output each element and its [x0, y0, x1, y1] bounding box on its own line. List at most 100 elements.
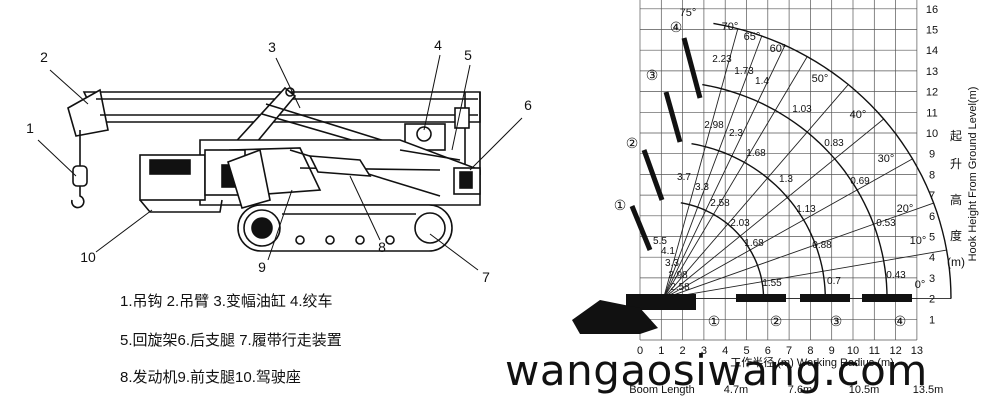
callout-number: 8	[378, 239, 386, 255]
y-tick-label: 15	[926, 25, 938, 37]
x-tick-label: 3	[701, 345, 707, 357]
callout-number: 6	[524, 97, 532, 113]
y-tick-label: 7	[929, 190, 935, 202]
x-tick-label: 5	[743, 345, 749, 357]
x-tick-label: 12	[889, 345, 901, 357]
angle-label: 75°	[680, 7, 697, 19]
boom-length-value: 7.6m	[788, 384, 812, 396]
boom-mark: ③	[646, 67, 659, 83]
y-axis-label-cn: 升	[950, 157, 962, 171]
boom-lines	[629, 28, 951, 300]
angle-ray	[663, 35, 763, 299]
ground-crane-silhouettes	[572, 294, 912, 334]
load-value: 2.58	[670, 282, 690, 293]
load-value: 1.4	[755, 76, 769, 87]
ground-boom-section	[800, 294, 850, 302]
angle-ray	[663, 202, 934, 300]
angle-label: 65°	[744, 31, 761, 43]
callout-number: 10	[80, 249, 96, 265]
x-tick-label: 11	[869, 345, 880, 357]
load-value: 5.5	[653, 236, 667, 247]
load-value: 1.55	[762, 278, 782, 289]
legend-line-2: 5.回旋架6.后支腿 7.履带行走装置	[120, 332, 342, 349]
boom-arc	[691, 143, 826, 299]
y-tick-label: 10	[926, 128, 938, 140]
boom-arc	[680, 202, 765, 299]
load-value: 0.53	[876, 218, 896, 229]
legend-line-1: 1.吊钩 2.吊臂 3.变幅油缸 4.绞车	[120, 293, 333, 310]
callout-number: 7	[482, 269, 490, 285]
angle-label: 10°	[910, 235, 927, 247]
boom-length-value: 10.5m	[849, 384, 880, 396]
rear-outrigger	[453, 167, 481, 195]
load-value: 4.1	[661, 246, 675, 257]
angle-ray	[663, 249, 947, 300]
y-axis-label-cn: 高	[950, 192, 962, 207]
boom-tip-segment	[663, 91, 683, 143]
operator-seat	[139, 154, 223, 213]
angle-label: 70°	[722, 21, 739, 33]
callout-number: 1	[26, 120, 34, 136]
load-value: 1.03	[792, 104, 812, 115]
load-value: 3.3	[665, 258, 679, 269]
boom-arc	[702, 83, 888, 299]
load-value: 2.98	[668, 270, 688, 281]
callout-number: 5	[464, 47, 472, 63]
boom-length-value: 4.7m	[724, 384, 748, 396]
load-value: 0.7	[827, 276, 841, 287]
ground-boom-mark: ②	[770, 313, 783, 329]
y-tick-label: 4	[929, 252, 935, 264]
boom-length-label: Boom Length	[629, 384, 694, 396]
x-tick-label: 9	[829, 345, 835, 357]
y-tick-label: 12	[926, 87, 938, 99]
y-tick-label: 14	[926, 45, 938, 57]
callout-number: 3	[268, 39, 276, 55]
load-value: 2.3	[729, 128, 743, 139]
crawler-track	[237, 204, 453, 252]
load-value: 0.69	[850, 176, 870, 187]
crane-side-view	[67, 86, 481, 252]
load-value: 2.03	[730, 218, 750, 229]
load-value: 1.68	[746, 148, 766, 159]
x-axis-label: 工作半径 (m) Working Radius (m)	[730, 355, 894, 369]
load-value: 1.68	[744, 238, 764, 249]
callout-number: 2	[40, 49, 48, 65]
load-value: 1.73	[734, 66, 754, 77]
y-tick-label: 11	[926, 107, 937, 119]
x-tick-label: 7	[786, 345, 792, 357]
boom-mark: ④	[670, 19, 683, 35]
legend-line-3: 8.发动机9.前支腿10.驾驶座	[120, 369, 301, 386]
load-value: 3.3	[695, 182, 709, 193]
y-tick-label: 16	[926, 4, 938, 16]
y-tick-label: 8	[929, 169, 935, 181]
angle-ray	[663, 56, 808, 299]
angle-label: 60°	[770, 43, 787, 55]
load-value: 0.83	[824, 138, 844, 149]
load-value: 3.7	[677, 172, 691, 183]
load-value: 1.13	[796, 204, 816, 215]
ground-boom-mark: ③	[830, 313, 843, 329]
x-tick-label: 10	[847, 345, 859, 357]
x-tick-label: 0	[637, 345, 643, 357]
y-tick-label: 1	[929, 314, 935, 326]
angle-label: 20°	[897, 203, 914, 215]
y-tick-label: 6	[929, 211, 935, 223]
ground-boom-mark: ①	[708, 313, 721, 329]
angle-ray	[663, 84, 849, 299]
y-axis-label-en: Hook Height From Ground Level(m)	[967, 87, 979, 262]
angle-ray	[663, 118, 884, 299]
load-value: 0.43	[886, 270, 906, 281]
x-tick-label: 2	[680, 345, 686, 357]
boom-tip-segment	[681, 37, 703, 99]
ground-boom-section	[862, 294, 912, 302]
boom-tip-segment	[641, 149, 665, 201]
boom-length-value: 13.5m	[913, 384, 944, 396]
boom-mark: ①	[614, 197, 627, 213]
x-tick-label: 1	[658, 345, 664, 357]
y-tick-label: 3	[929, 273, 935, 285]
ground-crane-body	[572, 300, 658, 334]
load-value: 1.3	[779, 174, 793, 185]
boom-arc	[713, 22, 952, 299]
